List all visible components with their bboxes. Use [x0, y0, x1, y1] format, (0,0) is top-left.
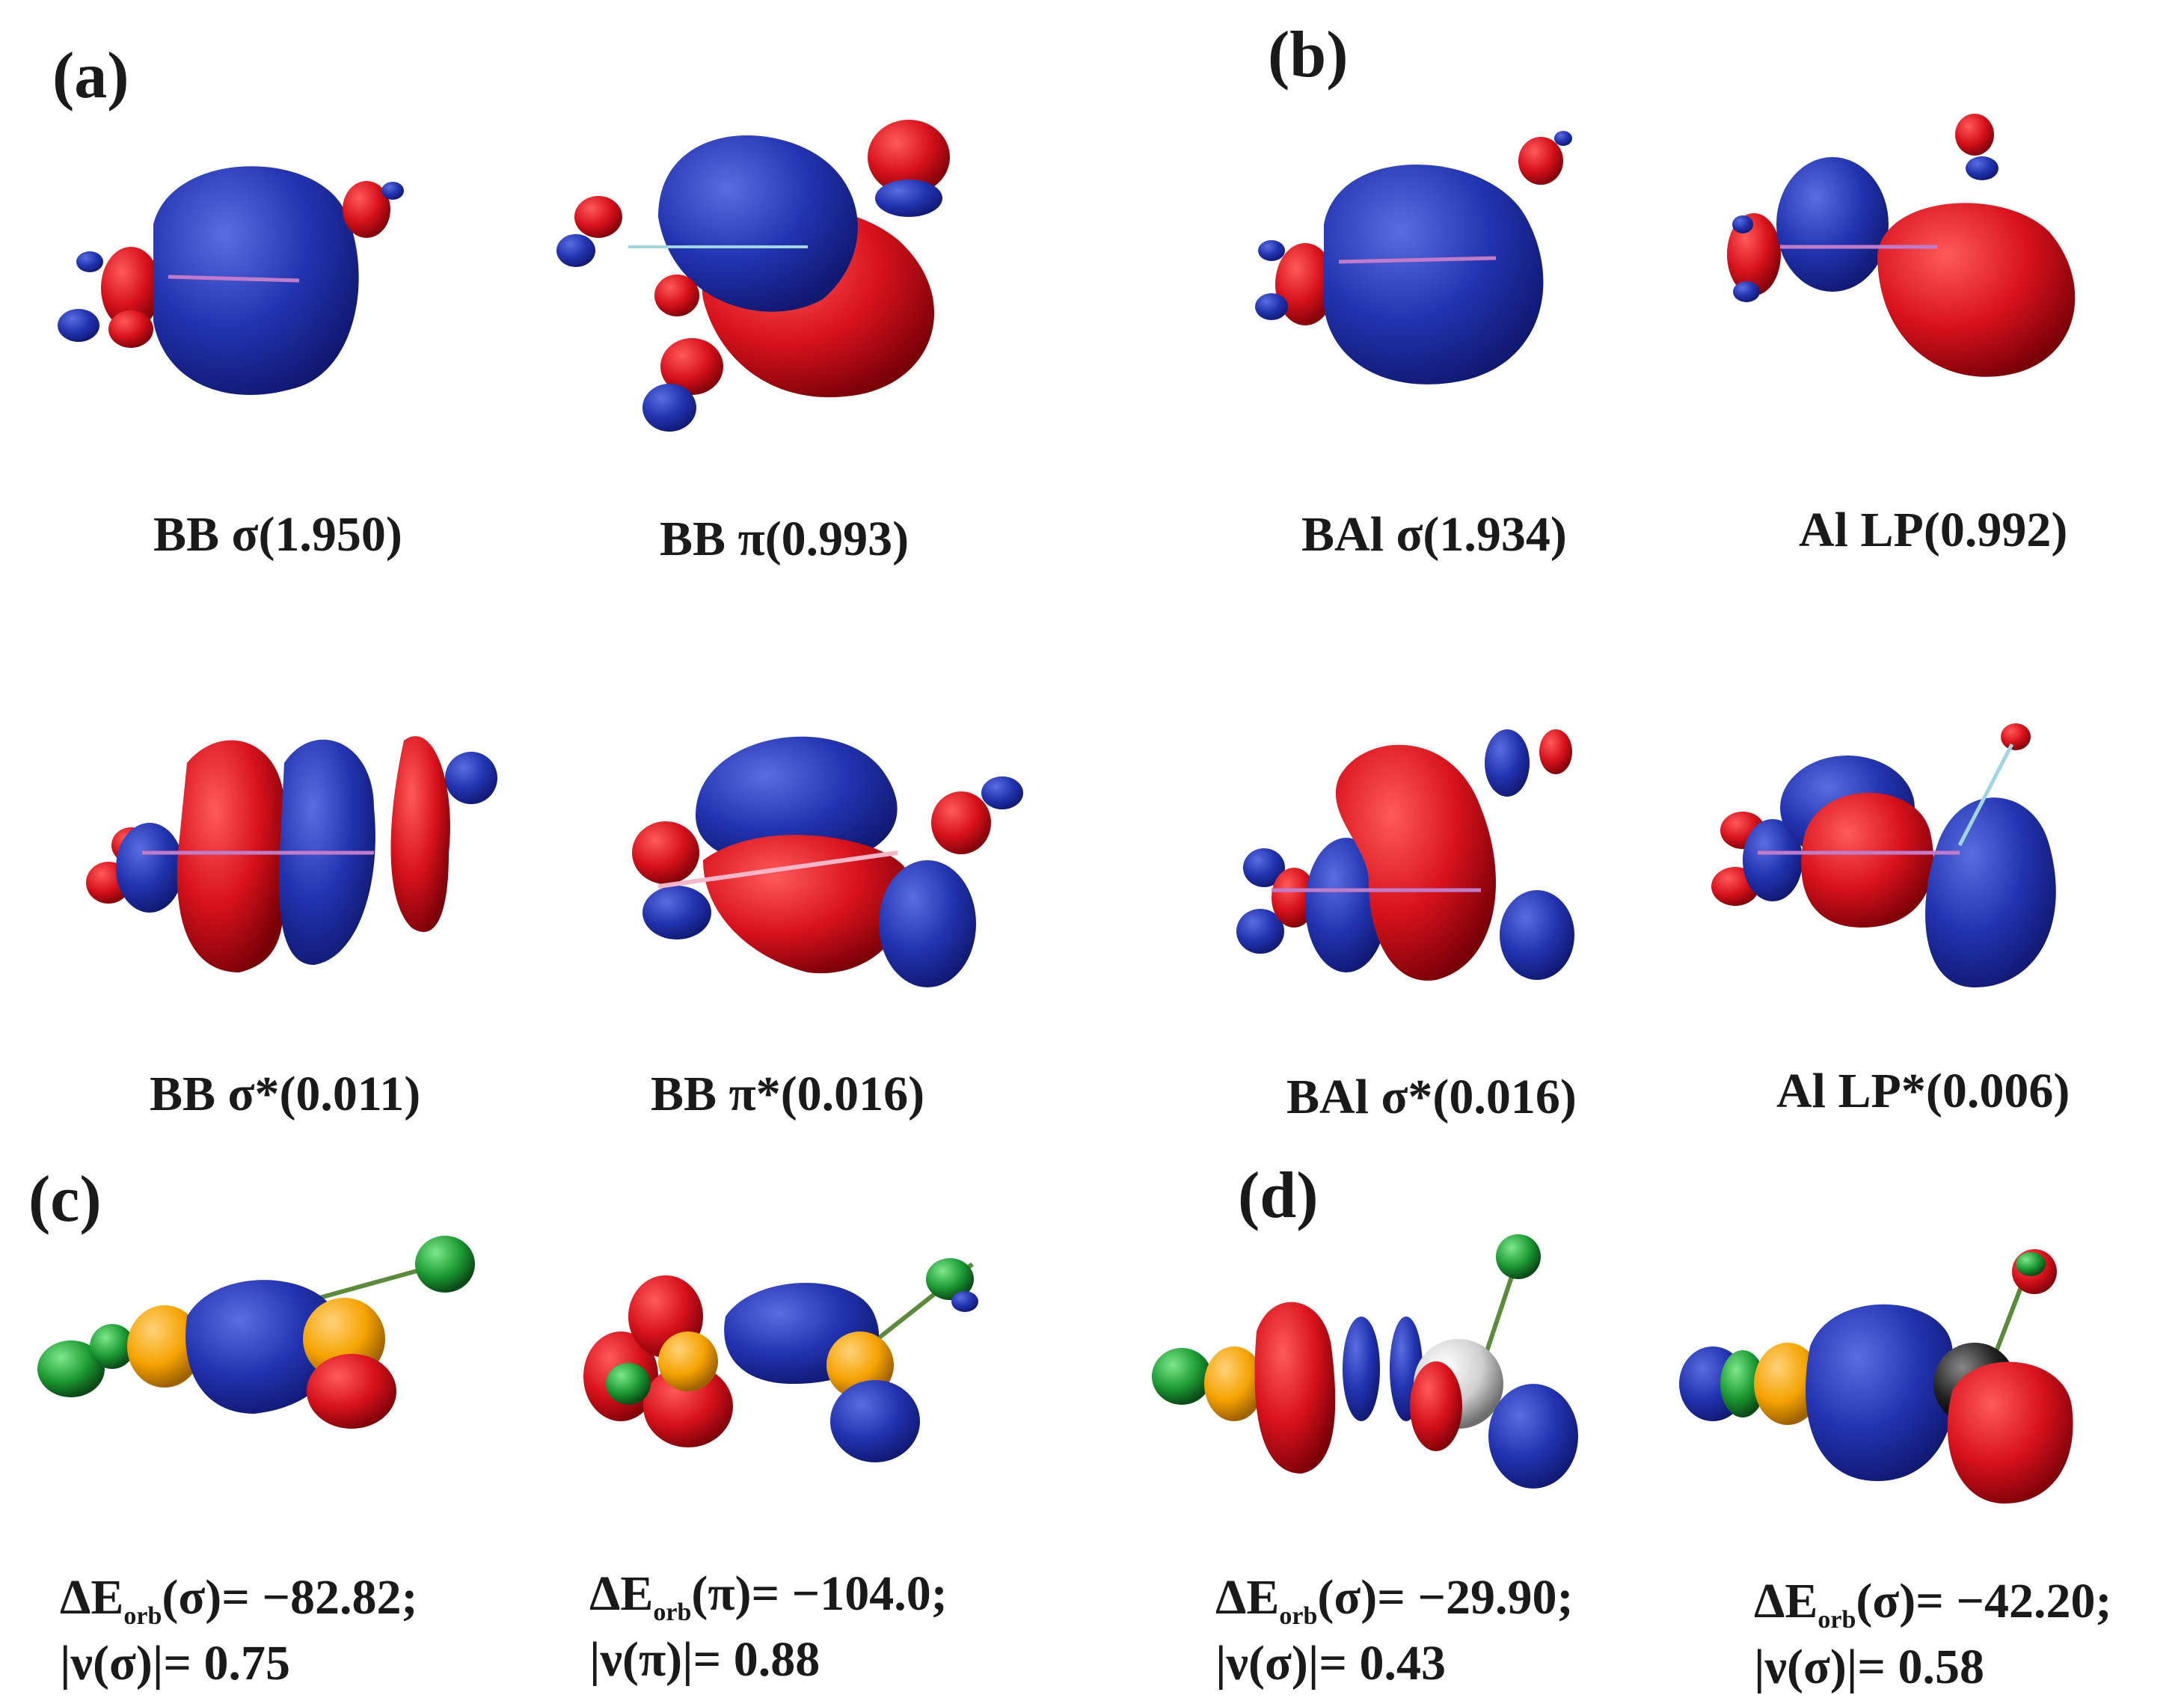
caption-bb-pi: BB π(0.993)	[660, 512, 910, 566]
eda-orbital-c-sigma	[37, 1236, 475, 1429]
eda-text-d-sigma-2: ΔEorb(σ)= −42.20; |ν(σ)|= 0.58	[1754, 1574, 2112, 1694]
orbital-bb-sigma-star	[86, 736, 497, 972]
caption-al-lp: Al LP(0.992)	[1799, 503, 2068, 557]
eda-text-c-pi: ΔEorb(π)= −104.0; |ν(π)|= 0.88	[589, 1566, 948, 1687]
caption-bb-sigma-star: BB σ*(0.011)	[150, 1067, 421, 1121]
panel-label-b: (b)	[1268, 19, 1349, 91]
orbital-bb-pi	[556, 120, 950, 432]
eda-orbital-d-sigma-1	[1152, 1234, 1578, 1489]
panel-label-d: (d)	[1238, 1159, 1319, 1232]
caption-bal-sigma-star: BAl σ*(0.016)	[1286, 1070, 1577, 1124]
orbital-bal-sigma	[1255, 131, 1572, 384]
orbital-bb-pi-star	[632, 736, 1023, 987]
caption-bb-sigma: BB σ(1.950)	[153, 507, 402, 562]
orbital-al-lp-star	[1711, 723, 2056, 987]
orbital-bb-sigma	[58, 166, 404, 395]
caption-al-lp-star: Al LP*(0.006)	[1776, 1064, 2070, 1118]
panel-label-a: (a)	[52, 40, 129, 112]
eda-text-c-sigma: ΔEorb(σ)= −82.82; |ν(σ)|= 0.75	[60, 1570, 418, 1691]
eda-orbital-d-sigma-2	[1679, 1249, 2073, 1504]
caption-bal-sigma: BAl σ(1.934)	[1301, 507, 1567, 562]
caption-bb-pi-star: BB π*(0.016)	[651, 1067, 925, 1121]
panel-label-c: (c)	[28, 1163, 102, 1236]
eda-orbital-c-pi	[583, 1258, 978, 1462]
orbital-al-lp	[1727, 114, 2076, 377]
orbital-bal-sigma-star	[1236, 729, 1574, 981]
eda-text-d-sigma-1: ΔEorb(σ)= −29.90; |ν(σ)|= 0.43	[1215, 1570, 1574, 1691]
